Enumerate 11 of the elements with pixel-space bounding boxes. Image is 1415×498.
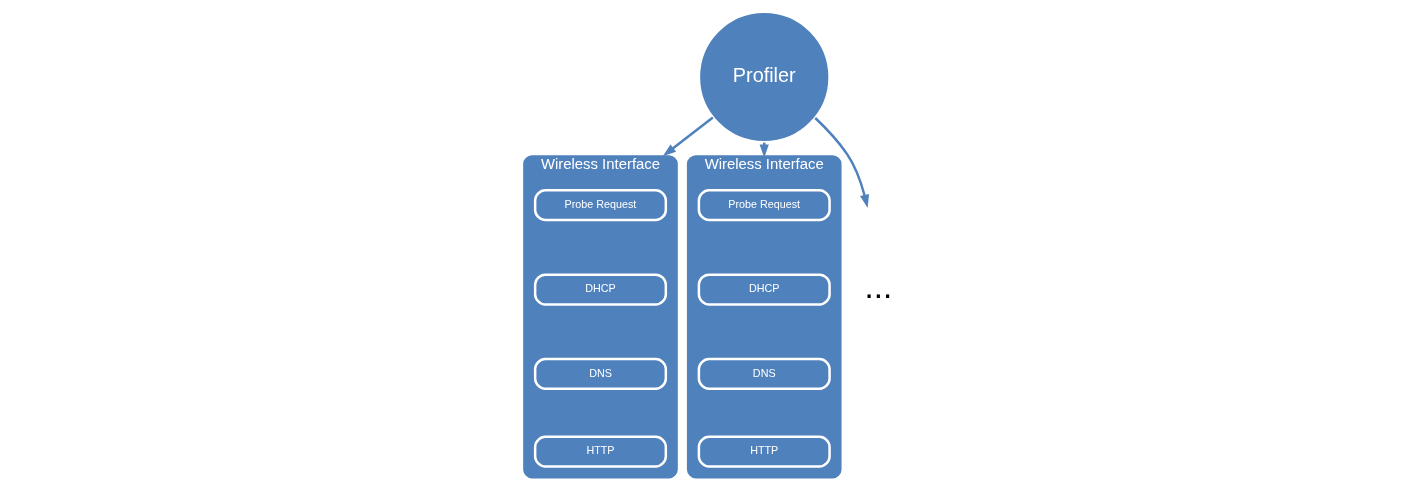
- node-box: HTTP: [533, 435, 667, 468]
- arrow: [813, 117, 869, 208]
- label: ...: [864, 267, 892, 305]
- node-box: DNS: [697, 357, 831, 390]
- arrow: [662, 116, 714, 157]
- node-box: HTTP: [697, 435, 831, 468]
- node-box: DHCP: [533, 273, 667, 306]
- node-box: DHCP: [697, 273, 831, 306]
- node-box: Probe Request: [533, 189, 667, 222]
- node-box: DNS: [533, 357, 667, 390]
- node-box: Probe Request: [697, 189, 831, 222]
